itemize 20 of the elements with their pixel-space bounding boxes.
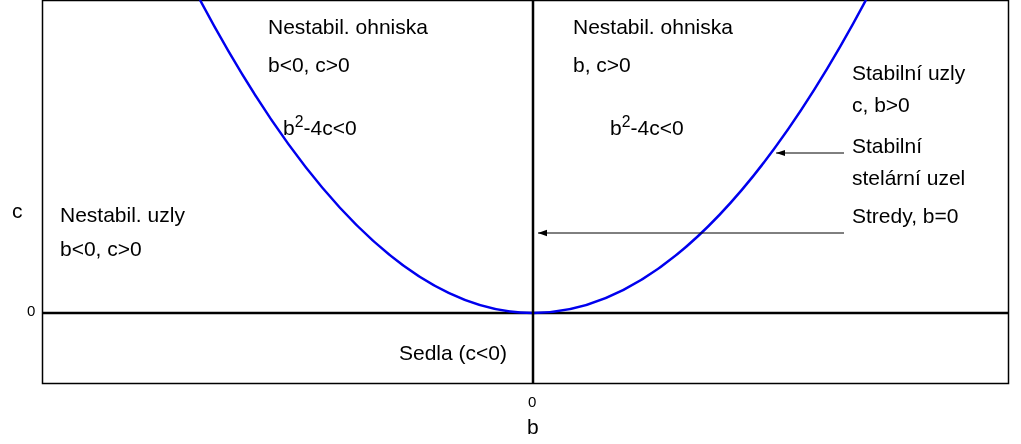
axis-label: b (527, 414, 539, 440)
annotation-text: Stredy, b=0 (852, 200, 992, 232)
leader-arrow (775, 149, 845, 157)
region-label: Stabilní uzly (852, 60, 966, 86)
condition-label: c, b>0 (852, 92, 910, 118)
tick-label: 0 (27, 302, 36, 321)
condition-label: b, c>0 (573, 52, 631, 78)
condition-label: b<0, c>0 (60, 236, 142, 262)
tick-label: 0 (528, 393, 537, 412)
condition-label: b$^{2}$-4c<0 (610, 115, 684, 141)
condition-label: b<0, c>0 (268, 52, 350, 78)
region-label: Nestabil. ohniska (268, 14, 428, 40)
annotation-text: Stabilní stelární uzel (852, 130, 992, 194)
region-label: Nestabil. ohniska (573, 14, 733, 40)
axis-line (531, 0, 535, 384)
region-label: Sedla (c<0) (399, 340, 507, 366)
leader-arrow (537, 229, 845, 237)
region-label: Nestabil. uzly (60, 202, 185, 228)
condition-label: b$^{2}$-4c<0 (283, 115, 357, 141)
axis-label: c (12, 198, 23, 224)
